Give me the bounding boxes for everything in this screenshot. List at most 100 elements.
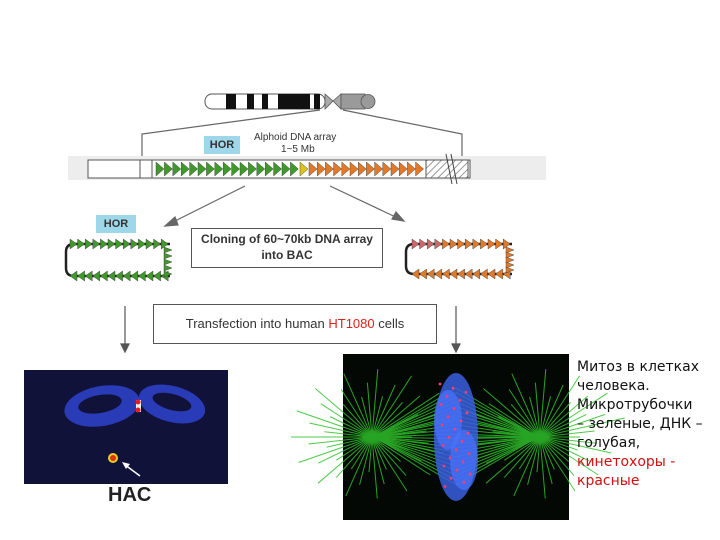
repeat-arrow-icon xyxy=(457,238,465,250)
repeat-arrow-icon xyxy=(107,238,116,250)
repeat-arrow-icon xyxy=(427,238,435,250)
repeat-arrow-icon xyxy=(155,161,165,177)
microtubule-fiber xyxy=(527,436,541,485)
microtubule-fiber xyxy=(371,402,403,438)
caption-line-1: Митоз в клетках xyxy=(577,359,699,375)
microtubule-fiber xyxy=(309,422,373,438)
microtubule-fiber xyxy=(504,436,541,461)
repeat-arrow-icon xyxy=(442,268,450,280)
repeat-arrow-icon xyxy=(189,161,198,177)
cloning-line-1: Cloning of 60~70kb DNA array xyxy=(201,232,373,246)
cloning-arrows xyxy=(163,185,406,227)
repeat-arrow-icon xyxy=(153,270,161,282)
repeat-arrow-icon xyxy=(290,161,299,177)
microtubule-fiber xyxy=(539,436,555,470)
alphoid-size-label: 1~5 Mb xyxy=(281,144,315,155)
repeat-arrow-icon xyxy=(163,258,173,266)
repeat-arrow-icon xyxy=(214,161,224,177)
microtubule-fiber xyxy=(539,395,589,438)
kinetochore-dot xyxy=(453,427,457,431)
microtubule-fiber xyxy=(483,388,541,438)
repeat-arrow-icon xyxy=(206,161,215,177)
repeat-arrow-icon xyxy=(163,252,173,260)
repeat-arrow-icon xyxy=(325,161,334,177)
repeat-arrow-icon xyxy=(100,238,108,250)
microtubule-fiber xyxy=(298,436,373,463)
repeat-arrow-icon xyxy=(197,161,207,177)
repeat-arrow-icon xyxy=(411,238,420,250)
microtubule-fiber xyxy=(342,403,373,438)
microtubule-fiber xyxy=(371,436,431,476)
microtubule-fiber xyxy=(345,436,373,497)
repeat-arrow-icon xyxy=(495,238,503,250)
repeat-arrow-icon xyxy=(299,161,309,177)
repeat-arrow-icon xyxy=(172,161,182,177)
microtubule-fiber xyxy=(366,382,373,438)
repeat-arrow-icon xyxy=(138,270,146,282)
kinetochore-dot xyxy=(452,407,456,410)
microtubule-fiber xyxy=(371,436,387,470)
microtubule-fiber xyxy=(371,436,385,485)
repeat-arrow-icon xyxy=(472,268,480,280)
kinetochore-dot xyxy=(449,476,453,480)
microtubule-fiber xyxy=(539,369,547,438)
cloning-box: Cloning of 60~70kb DNA array into BAC xyxy=(191,228,383,268)
microtubule-fiber xyxy=(371,395,421,438)
kinetochore-dot xyxy=(464,390,468,394)
kinetochore-dot xyxy=(438,382,442,386)
repeat-arrow-icon xyxy=(503,238,511,250)
kinetochore-dot xyxy=(459,419,463,423)
repeat-arrow-icon xyxy=(317,161,326,177)
repeat-arrow-icon xyxy=(457,268,465,280)
kinetochore-dot xyxy=(466,431,470,435)
repeat-arrow-icon xyxy=(480,238,488,250)
kinetochore-dot xyxy=(465,411,469,415)
microtubule-fiber xyxy=(343,373,373,438)
repeat-arrow-icon xyxy=(411,268,420,280)
repeat-arrow-icon xyxy=(77,238,85,250)
microtubule-fiber xyxy=(539,436,578,451)
caption-line-2: человека. xyxy=(577,378,650,394)
repeat-arrow-icon xyxy=(122,270,131,282)
repeat-arrow-icon xyxy=(449,268,458,280)
kinetochore-dot xyxy=(462,481,466,484)
repeat-arrow-icon xyxy=(407,161,416,177)
repeat-arrow-icon xyxy=(434,238,443,250)
microtubule-fiber xyxy=(315,388,373,438)
repeat-arrow-icon xyxy=(487,268,496,280)
microtubule-fiber xyxy=(539,414,587,438)
caption-line-4: – зеленые, ДНК – xyxy=(577,416,703,432)
microtubule-fiber xyxy=(539,436,569,462)
microtubule-fiber xyxy=(488,403,541,438)
repeat-arrow-icon xyxy=(92,238,101,250)
kinetochore-dot xyxy=(440,423,444,427)
microtubule-fiber xyxy=(296,410,373,438)
zoom-bracket xyxy=(141,109,463,158)
microtubule-fiber xyxy=(539,436,590,462)
microtubule-fiber xyxy=(518,436,541,470)
microtubule-fiber xyxy=(539,430,595,438)
microtubule-fiber xyxy=(320,403,373,438)
repeat-arrow-icon xyxy=(349,161,359,177)
repeat-arrow-icon xyxy=(465,238,473,250)
repeat-arrow-icon xyxy=(85,238,93,250)
microtubule-fiber xyxy=(539,396,552,438)
microtubule-fiber xyxy=(371,384,396,438)
transfection-arrows xyxy=(120,306,461,354)
repeat-arrow-icon xyxy=(123,238,131,250)
repeat-arrow-icon xyxy=(464,268,473,280)
microtubule-fiber xyxy=(371,436,401,462)
caption-line-6: кинетохоры - xyxy=(577,454,676,470)
kinetochore-dot xyxy=(447,435,451,439)
microtubule-fiber xyxy=(539,436,576,492)
repeat-arrow-icon xyxy=(92,270,100,282)
repeat-arrow-icon xyxy=(115,238,123,250)
transfection-prefix: Transfection into human xyxy=(185,316,329,331)
repeat-arrow-icon xyxy=(495,268,503,280)
microtubule-fiber xyxy=(539,436,597,444)
kinetochore-dot xyxy=(451,386,455,390)
transfection-cell-line: HT1080 xyxy=(328,316,375,331)
microtubule-fiber xyxy=(536,436,541,473)
microtubule-fiber xyxy=(326,436,373,448)
